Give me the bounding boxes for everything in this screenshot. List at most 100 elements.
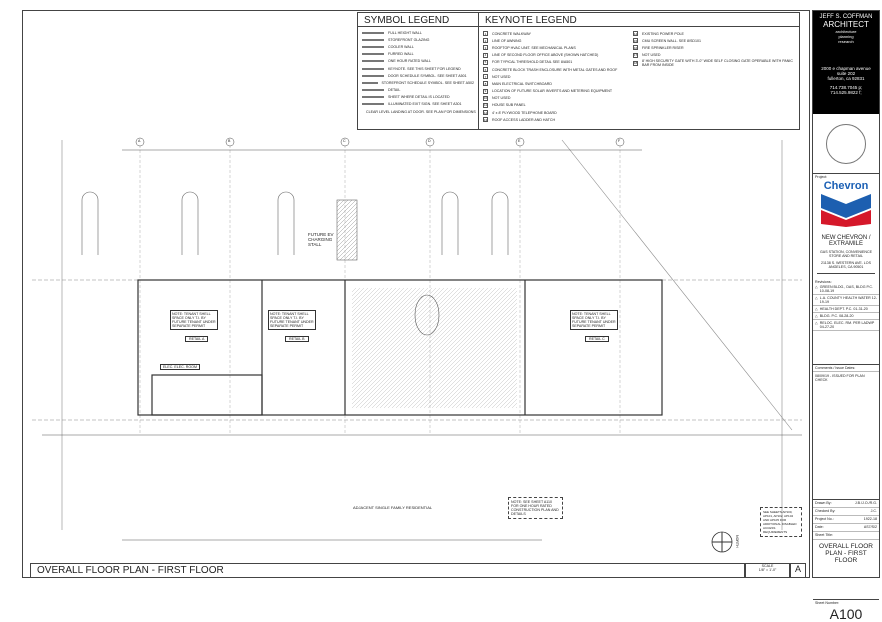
revision-text: RELOC. ELEC. RM. PER LADWP 04-27-20	[819, 321, 875, 329]
symbol-legend-text: DETAIL	[388, 88, 401, 93]
date: AS7/S/2	[863, 525, 877, 529]
keynote-number: 16	[633, 45, 638, 51]
keynote-number: 7	[483, 74, 488, 80]
firm-name: JEFF S. COFFMAN	[819, 14, 873, 20]
keynote-number: 17	[633, 52, 638, 58]
firm-title: ARCHITECT	[823, 20, 869, 29]
keynote-text: LINE OF AWNING	[492, 38, 522, 43]
comments-label: Comments / Issue Dates:	[813, 365, 879, 372]
checked-by-label: Checked By:	[815, 509, 836, 513]
symbol-legend-text: CLEAR LEVEL LANDING AT DOOR. SEE PLAN FO…	[366, 109, 476, 114]
floor-plan	[32, 137, 802, 553]
parking-stalls	[81, 191, 509, 261]
retail-a-label: RETAIL A	[185, 336, 209, 342]
symbol-legend-text: STOREFRONT GLAZING	[388, 37, 430, 42]
firm-line: planning	[838, 34, 854, 39]
fax: 714.525.9822 f;	[830, 90, 862, 95]
symbol-swatch-icon	[362, 74, 384, 77]
tenant-note: NOTE: TENANT SHELL SPACE ONLY T.I. BY FU…	[268, 310, 316, 330]
keynote-number: 15	[633, 38, 638, 44]
symbol-legend-text: SHEET WHERE DETAIL IS LOCATED	[388, 95, 450, 100]
symbol-legend-item: FULL HEIGHT WALL	[362, 29, 474, 36]
keynote-text: NOT USED	[642, 53, 661, 58]
keynote-legend-title: KEYNOTE LEGEND	[479, 13, 799, 27]
keynote-number: 1	[483, 31, 488, 37]
address-line: 2000 e chapman avenue	[821, 66, 871, 71]
elec-room-label: ELEC. ELEC. ROOM	[160, 364, 200, 370]
grid-label: F	[618, 139, 621, 143]
keynote-number: 14	[633, 31, 638, 37]
tenant-note: NOTE: TENANT SHELL SPACE ONLY T.I. BY FU…	[170, 310, 218, 330]
keynote-item: 17 NOT USED	[633, 52, 793, 59]
revision-delta-icon: △	[815, 321, 818, 325]
symbol-legend-item: CLEAR LEVEL LANDING AT DOOR. SEE PLAN FO…	[362, 108, 476, 115]
keynote-number: 11	[483, 102, 488, 108]
phone: 714.738.7045 p;	[829, 85, 863, 90]
drawn-by-label: Drawn By:	[815, 501, 832, 505]
symbol-swatch-icon	[362, 67, 384, 70]
keynote-text: NOT USED	[492, 96, 511, 101]
keynote-number: 18	[633, 60, 638, 66]
revision-item: △L.A. COUNTY HEALTH WATER 12-19-19	[813, 295, 879, 306]
symbol-legend-text: DOOR SCHEDULE SYMBOL. SEE SHEET A501	[388, 73, 467, 78]
rated-construction-note: NOTE: SEE SHEET A110 FOR ONE HOUR RATED …	[508, 497, 563, 519]
symbol-legend-text: KEYNOTE. SEE THIS SHEET FOR LEGEND	[388, 66, 461, 71]
revision-item: △HEALTH DEPT. P.C. 01-31-20	[813, 306, 879, 313]
checked-by: J.C.	[870, 509, 877, 513]
grid-label: A	[138, 139, 141, 143]
keynote-number: 2	[483, 38, 488, 44]
drawing-title: OVERALL FLOOR PLAN - FIRST FLOOR	[30, 563, 745, 578]
drawing-id: A	[790, 563, 806, 578]
revision-delta-icon: △	[815, 307, 818, 311]
address-line: suite 202	[836, 71, 856, 76]
keynote-number: 8	[483, 81, 488, 87]
keynote-text: CONCRETE BLOCK TRASH ENCLOSURE WITH META…	[492, 67, 618, 72]
sheet-number: A100	[829, 606, 863, 622]
keynote-text: CONCRETE WALKWAY	[492, 31, 532, 36]
keynote-number: 3	[483, 45, 488, 51]
project-desc: GAS STATION, CONVENIENCE STORE AND RETAI…	[820, 250, 872, 258]
symbol-legend-text: FULL HEIGHT WALL	[388, 30, 422, 35]
symbol-legend-item: KEYNOTE. SEE THIS SHEET FOR LEGEND	[362, 65, 474, 72]
revision-delta-icon: △	[815, 296, 818, 300]
symbol-swatch-icon	[362, 60, 384, 63]
symbol-legend-item: DOOR SCHEDULE SYMBOL. SEE SHEET A501	[362, 72, 474, 79]
symbol-legend-item: FURRED WALL	[362, 51, 474, 58]
drawn-by: J.B./J.O./R.G.	[854, 501, 877, 505]
keynote-item: 15 CMU SCREEN WALL. SEE 8/SD101	[633, 37, 793, 44]
revision-item: △BLDG. P.C. 08-28-20	[813, 313, 879, 320]
symbol-swatch-icon	[362, 96, 384, 99]
keynote-item: 2 LINE OF AWNING	[483, 37, 633, 44]
keynote-text: LINE OF SECOND FLOOR OFFICE ABOVE (SHOWN…	[492, 53, 599, 58]
symbol-swatch-icon	[362, 103, 384, 106]
scale-value: 1/8" = 1'-0"	[758, 568, 777, 572]
symbol-legend-item: STOREFRONT SCHEDULE SYMBOL. SEE SHEET A5…	[362, 79, 474, 86]
keynote-text: EXISTING POWER POLE	[642, 31, 684, 36]
keynote-number: 13	[483, 117, 488, 123]
keynote-number: 9	[483, 88, 488, 94]
symbol-legend-item: ILLUMINATED EXIT SIGN. SEE SHEET A301	[362, 101, 474, 108]
project-no-label: Project No.:	[815, 517, 834, 521]
grid-label: C	[343, 139, 346, 143]
keynote-item: 9 LOCATION OF FUTURE SOLAR INVERTS AND ME…	[483, 88, 633, 95]
keynote-text: LOCATION OF FUTURE SOLAR INVERTS AND MET…	[492, 89, 613, 94]
sheet-title: OVERALL FLOOR PLAN - FIRST FLOOR	[813, 540, 879, 600]
keynote-text: CMU SCREEN WALL. SEE 8/SD101	[642, 38, 701, 43]
north-label: NORTH	[735, 535, 739, 548]
firm-line: research	[838, 39, 854, 44]
symbol-swatch-icon	[362, 38, 384, 41]
keynote-number: 12	[483, 110, 488, 116]
keynote-item: 8 MAIN ELECTRICAL SWITCHBOARD	[483, 80, 633, 87]
keynote-text: MAIN ELECTRICAL SWITCHBOARD	[492, 81, 552, 86]
keynote-number: 5	[483, 59, 488, 65]
project-label: Project:	[815, 175, 828, 179]
